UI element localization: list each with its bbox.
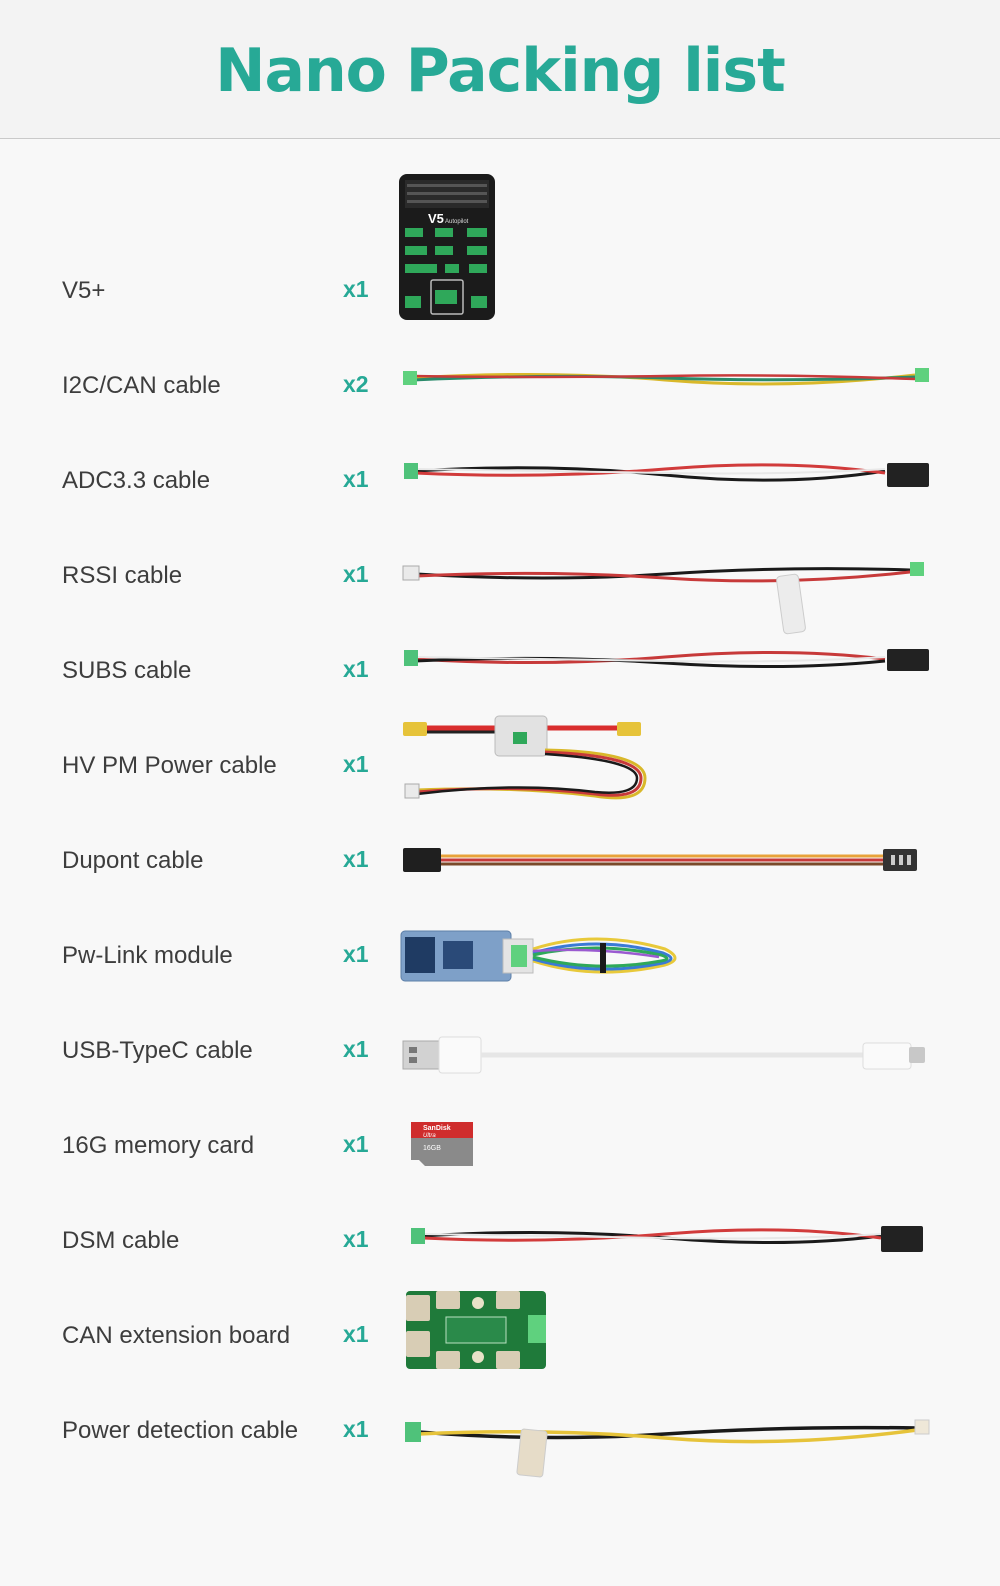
- item-name: Pw-Link module: [62, 942, 233, 969]
- adc-cable-photo: [404, 463, 929, 487]
- list-item: 16G memory card x1: [0, 1098, 1000, 1193]
- item-quantity: x1: [343, 941, 369, 967]
- i2c-can-cable-photo: [403, 368, 929, 386]
- svg-text:Ultra: Ultra: [423, 1133, 436, 1139]
- item-quantity: x1: [343, 1226, 369, 1252]
- power-module-photo: [403, 715, 647, 800]
- svg-text:16GB: 16GB: [423, 1145, 441, 1152]
- list-item: USB-TypeC cable x1: [0, 1003, 1000, 1098]
- item-name: RSSI cable: [62, 562, 183, 589]
- page-header: Nano Packing list: [0, 0, 1000, 139]
- dsm-cable-photo: [411, 1226, 923, 1252]
- pw-link-module-photo: [400, 930, 677, 982]
- item-quantity: x2: [343, 371, 369, 397]
- list-item: SUBS cable x1: [0, 623, 1000, 718]
- item-name: 16G memory card: [62, 1132, 255, 1159]
- item-name: HV PM Power cable: [62, 752, 277, 779]
- item-name: CAN extension board: [62, 1322, 291, 1349]
- svg-text:SanDisk: SanDisk: [423, 1125, 451, 1132]
- item-name: DSM cable: [62, 1227, 180, 1254]
- item-quantity: x1: [343, 1036, 369, 1062]
- flight-controller-photo: V5 Autopilot: [399, 174, 495, 320]
- page-title: Nano Packing list: [215, 36, 786, 106]
- item-name: ADC3.3 cable: [62, 467, 211, 494]
- power-detection-cable-photo: [405, 1419, 930, 1478]
- list-item: CAN extension board x1: [0, 1288, 1000, 1383]
- subs-cable-photo: [404, 649, 929, 671]
- item-quantity: x1: [343, 276, 369, 302]
- item-name: USB-TypeC cable: [62, 1037, 253, 1064]
- svg-text:Autopilot: Autopilot: [445, 219, 469, 225]
- item-name: I2C/CAN cable: [62, 372, 221, 399]
- svg-text:V5: V5: [428, 211, 444, 226]
- item-quantity: x1: [343, 751, 369, 777]
- item-name: Dupont cable: [62, 847, 204, 874]
- list-item: Pw-Link module x1: [0, 908, 1000, 1003]
- list-item: ADC3.3 cable x1: [0, 433, 1000, 528]
- usb-typec-cable-photo: [402, 1036, 925, 1074]
- item-name: Power detection cable: [62, 1417, 299, 1444]
- dupont-cable-photo: [403, 848, 917, 872]
- list-item: HV PM Power cable x1: [0, 718, 1000, 813]
- item-quantity: x1: [343, 466, 369, 492]
- item-quantity: x1: [343, 1321, 369, 1347]
- item-quantity: x1: [343, 561, 369, 587]
- can-extension-board-photo: [406, 1291, 546, 1369]
- item-quantity: x1: [343, 656, 369, 682]
- rssi-cable-photo: [402, 562, 924, 635]
- list-item: Dupont cable x1: [0, 813, 1000, 908]
- item-quantity: x1: [343, 846, 369, 872]
- list-item: DSM cable x1: [0, 1193, 1000, 1288]
- list-item: I2C/CAN cable x2: [0, 338, 1000, 433]
- item-quantity: x1: [343, 1416, 369, 1442]
- list-item: Power detection cable x1: [0, 1383, 1000, 1478]
- list-item: V5+ x1: [0, 243, 1000, 338]
- memory-card-photo: SanDisk Ultra 16GB: [411, 1122, 473, 1166]
- list-item: RSSI cable x1: [0, 528, 1000, 623]
- item-name: SUBS cable: [62, 657, 192, 684]
- item-quantity: x1: [343, 1131, 369, 1157]
- item-name: V5+: [62, 277, 106, 304]
